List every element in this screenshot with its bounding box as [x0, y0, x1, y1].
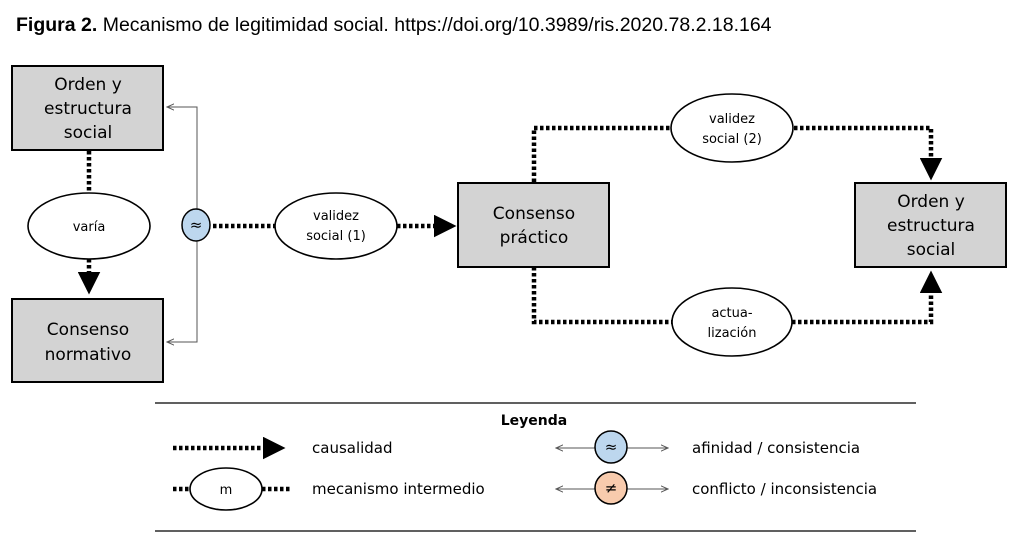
legend-conflicto-label: conflicto / inconsistencia: [692, 480, 877, 498]
caption-text: Mecanismo de legitimidad social. https:/…: [97, 14, 772, 36]
node-validez-social-2: validez social (2): [670, 93, 794, 163]
node-text: estructura: [44, 99, 132, 119]
affinity-glyph: ≈: [190, 216, 203, 234]
node-text: normativo: [45, 345, 132, 365]
node-text: estructura: [887, 216, 975, 236]
legend-conflict-circle: [594, 471, 628, 505]
legend: Leyenda causalidad m mecanismo intermedi…: [155, 402, 916, 532]
node-orden-left: Orden y estructura social: [11, 65, 164, 151]
node-actualizacion: actua- lización: [671, 287, 793, 357]
node-consenso-normativo: Consenso normativo: [11, 298, 164, 383]
affinity-symbol: ≈: [181, 208, 211, 242]
connector-actualizacion-orden: [792, 270, 943, 325]
node-orden-right: Orden y estructura social: [854, 182, 1007, 268]
legend-conflict-glyph: ≠: [605, 479, 618, 497]
node-text: práctico: [500, 228, 569, 248]
legend-afinidad-label: afinidad / consistencia: [692, 439, 860, 457]
caption-prefix: Figura 2.: [16, 14, 98, 36]
legend-mech-symbol: m: [220, 483, 233, 498]
connector-practico-validez2: [531, 125, 670, 182]
legend-mecanismo-label: mecanismo intermedio: [312, 480, 485, 498]
causal-connectors: [77, 125, 943, 325]
node-validez-social-1: validez social (1): [274, 192, 398, 260]
connector-practico-actualizacion: [531, 267, 672, 325]
figure-caption: Figura 2. Mecanismo de legitimidad socia…: [16, 14, 772, 37]
node-text: social: [907, 240, 955, 260]
node-text: social (2): [702, 132, 762, 147]
legend-affinity-glyph: ≈: [605, 438, 618, 456]
node-text: Consenso: [493, 204, 575, 224]
node-text: actua-: [711, 306, 752, 321]
node-text: Orden y: [54, 75, 122, 95]
legend-title: Leyenda: [501, 413, 567, 429]
node-text: social (1): [306, 229, 366, 244]
legend-affinity-circle: [594, 430, 628, 464]
node-text: validez: [313, 209, 359, 224]
node-text: varía: [73, 220, 106, 235]
affinity-bracket: [167, 107, 198, 342]
node-text: social: [64, 123, 112, 143]
node-consenso-practico: Consenso práctico: [457, 182, 610, 268]
node-varia: varía: [27, 192, 151, 260]
node-text: Orden y: [897, 192, 965, 212]
node-text: validez: [709, 112, 755, 127]
node-text: lización: [708, 326, 757, 341]
legend-causalidad-label: causalidad: [312, 439, 393, 457]
connector-validez2-orden: [794, 125, 943, 181]
node-text: Consenso: [47, 320, 129, 340]
